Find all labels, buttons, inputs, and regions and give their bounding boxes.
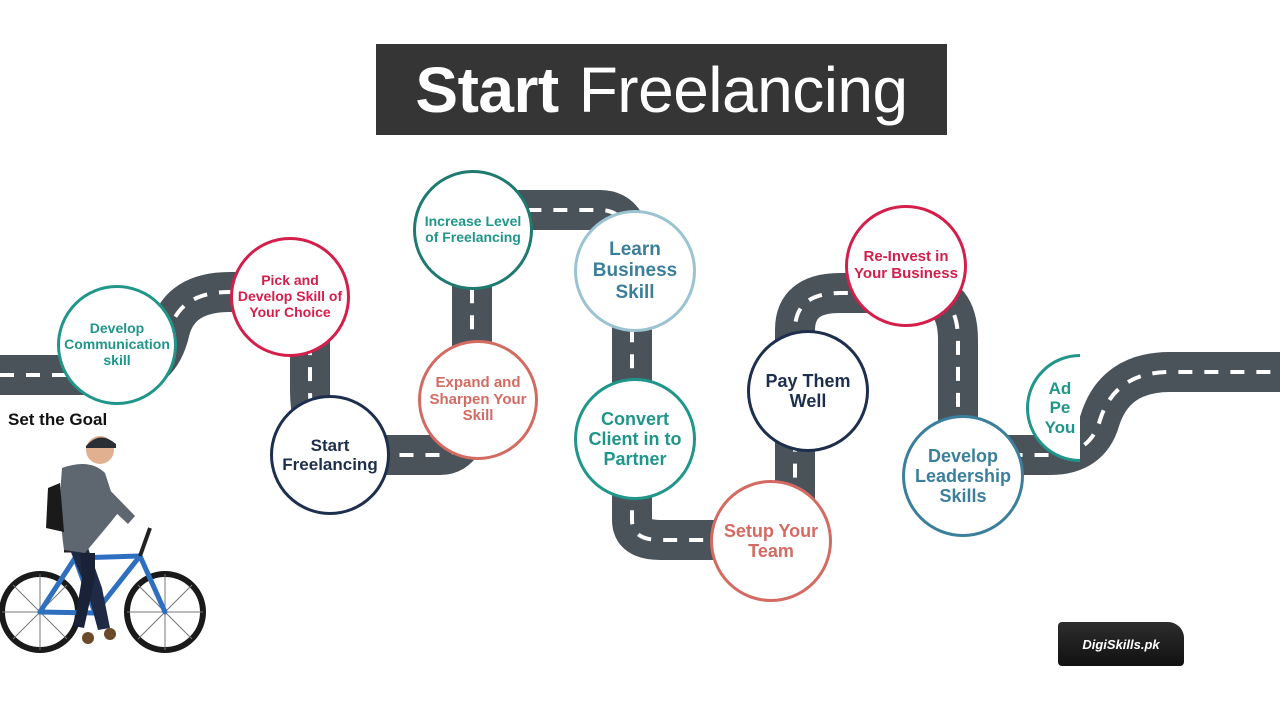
step-learn-business: Learn Business Skill (574, 210, 696, 332)
step-convert-client: Convert Client in to Partner (574, 378, 696, 500)
step-leadership: Develop Leadership Skills (902, 415, 1024, 537)
step-label: Develop Communication skill (61, 321, 173, 368)
cyclist-illustration (0, 428, 215, 658)
step-label: Ad Pe You (1040, 379, 1080, 436)
step-label: Setup Your Team (717, 521, 825, 561)
step-label: Re-Invest in Your Business (850, 249, 962, 283)
step-setup-team: Setup Your Team (710, 480, 832, 602)
step-develop-communication: Develop Communication skill (57, 285, 177, 405)
step-pay-them: Pay Them Well (747, 330, 869, 452)
step-label: Convert Client in to Partner (585, 409, 685, 469)
step-label: Increase Level of Freelancing (421, 214, 525, 245)
step-partial: Ad Pe You (1026, 354, 1080, 462)
step-label: Develop Leadership Skills (907, 446, 1019, 506)
step-increase-level: Increase Level of Freelancing (413, 170, 533, 290)
step-start-freelancing: Start Freelancing (270, 395, 390, 515)
step-label: Start Freelancing (280, 436, 380, 474)
goal-label: Set the Goal (8, 410, 107, 430)
step-partial-clip: Ad Pe You (1022, 352, 1080, 464)
digiskills-logo: DigiSkills.pk (1058, 622, 1184, 666)
step-reinvest: Re-Invest in Your Business (845, 205, 967, 327)
step-pick-skill: Pick and Develop Skill of Your Choice (230, 237, 350, 357)
step-label: Learn Business Skill (588, 239, 682, 303)
logo-text: DigiSkills.pk (1082, 637, 1159, 652)
step-label: Pick and Develop Skill of Your Choice (235, 273, 345, 320)
step-expand-skill: Expand and Sharpen Your Skill (418, 340, 538, 460)
step-label: Expand and Sharpen Your Skill (423, 375, 533, 425)
step-label: Pay Them Well (760, 371, 856, 411)
